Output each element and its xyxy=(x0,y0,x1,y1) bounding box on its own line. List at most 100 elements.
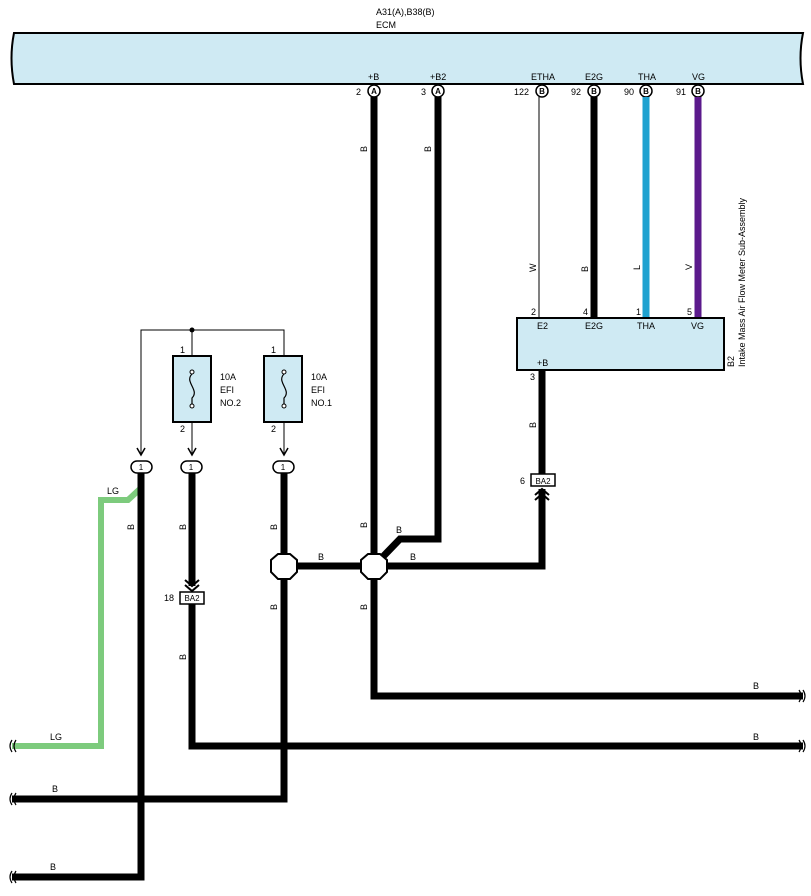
wire-color-label: B xyxy=(269,604,279,610)
maf-pin-number: 5 xyxy=(687,307,692,317)
wire-color-label: B xyxy=(423,146,433,152)
wire-color-label: B xyxy=(178,524,188,530)
ecm-pin-badge: B xyxy=(535,84,549,98)
svg-text:6: 6 xyxy=(520,476,525,486)
svg-text:A: A xyxy=(435,87,441,96)
ecm-pin-number: 90 xyxy=(624,87,634,97)
svg-text:BA2: BA2 xyxy=(184,594,200,603)
svg-text:2: 2 xyxy=(180,424,185,434)
ecm-name: ECM xyxy=(376,20,396,30)
svg-text:2: 2 xyxy=(271,424,276,434)
wire-color-label: B xyxy=(50,862,56,872)
svg-text:10A: 10A xyxy=(220,372,236,382)
wire-color-label: B xyxy=(359,604,369,610)
wire-color-label: LG xyxy=(107,486,119,496)
wire-color-label: B xyxy=(753,732,759,742)
wire-color-label: B xyxy=(359,522,369,528)
wire-color-label: L xyxy=(632,265,642,270)
wire-color-label: B xyxy=(396,525,402,535)
maf-pin-number: 3 xyxy=(530,372,535,382)
fuse-efi-no1: 1 2 10A EFI NO.1 xyxy=(263,345,332,434)
ecm-pin-name: VG xyxy=(692,72,705,82)
wire-color-label: LG xyxy=(50,732,62,742)
maf-pin-name: E2 xyxy=(537,321,548,331)
svg-text:10A: 10A xyxy=(311,372,327,382)
svg-text:1: 1 xyxy=(281,463,286,472)
junction-pin: 1 xyxy=(180,460,203,474)
maf-name: Intake Mass Air Flow Meter Sub-Assembly xyxy=(737,197,747,367)
svg-text:NO.2: NO.2 xyxy=(220,398,241,408)
svg-text:B: B xyxy=(591,87,597,96)
wire-color-label: B xyxy=(528,422,538,428)
wire-junction-left xyxy=(12,473,145,881)
maf-pin-number: 2 xyxy=(531,307,536,317)
maf-pin-name: E2G xyxy=(585,321,603,331)
wire-color-label: V xyxy=(684,264,694,270)
wire-color-label: B xyxy=(580,266,590,272)
splice-point xyxy=(360,553,388,580)
wire-color-label: B xyxy=(52,784,58,794)
svg-text:1: 1 xyxy=(189,463,194,472)
wire-color-label: B xyxy=(753,681,759,691)
maf-pin-name: VG xyxy=(691,321,704,331)
svg-text:BA2: BA2 xyxy=(535,477,551,486)
wire-color-label: B xyxy=(178,654,188,660)
ecm-pins: +B +B2 ETHA E2G THA VG 2 3 122 92 90 91 … xyxy=(356,72,705,98)
maf-pin-name: THA xyxy=(637,321,655,331)
maf-code: B2 xyxy=(726,356,736,367)
ecm-pin-badge: B xyxy=(587,84,601,98)
junction-pin: 1 xyxy=(272,460,295,474)
ecm-pin-name: E2G xyxy=(585,72,603,82)
wire-color-label: B xyxy=(410,552,416,562)
maf-body xyxy=(516,317,725,371)
wire-lg xyxy=(12,473,144,749)
ecm-pin-number: 91 xyxy=(676,87,686,97)
wire-color-label: B xyxy=(318,552,324,562)
ecm-pin-badge: B xyxy=(639,84,653,98)
ecm-connector-label: A31(A),B38(B) xyxy=(376,7,435,17)
junction-pin: 1 xyxy=(130,460,153,474)
svg-text:EFI: EFI xyxy=(220,385,234,395)
svg-text:A: A xyxy=(371,87,377,96)
wire-ba2-to-splice xyxy=(374,489,546,570)
splice-point xyxy=(270,553,298,580)
maf-block: 2 4 1 5 E2 E2G THA VG +B 3 B2 Intake Mas… xyxy=(516,197,747,382)
wire-color-label: W xyxy=(528,263,538,272)
ecm-pin-number: 92 xyxy=(571,87,581,97)
wire-efi-no1 xyxy=(12,473,288,803)
svg-text:B: B xyxy=(695,87,701,96)
wire-color-label: B xyxy=(359,146,369,152)
svg-text:EFI: EFI xyxy=(311,385,325,395)
maf-pin-name: +B xyxy=(537,358,548,368)
ecm-block: A31(A),B38(B) ECM xyxy=(10,7,805,85)
ecm-pin-name: ETHA xyxy=(531,72,555,82)
wire-color-label: B xyxy=(126,524,136,530)
ecm-pin-badge: A xyxy=(367,84,381,98)
fuse-efi-no2: 1 2 10A EFI NO.2 xyxy=(172,345,241,434)
ecm-pin-name: +B2 xyxy=(430,72,446,82)
svg-text:1: 1 xyxy=(271,345,276,355)
svg-text:B: B xyxy=(539,87,545,96)
ecm-pin-number: 3 xyxy=(421,87,426,97)
wire-ba2-to-right xyxy=(188,604,803,750)
ba2-connector-right: BA2 6 xyxy=(520,473,556,501)
svg-text:NO.1: NO.1 xyxy=(311,398,332,408)
ecm-pin-number: 2 xyxy=(356,87,361,97)
svg-text:18: 18 xyxy=(164,593,174,603)
svg-text:1: 1 xyxy=(180,345,185,355)
svg-text:1: 1 xyxy=(139,463,144,472)
ecm-pin-badge: A xyxy=(431,84,445,98)
ecm-pin-badge: B xyxy=(691,84,705,98)
ecm-pin-name: +B xyxy=(368,72,379,82)
svg-text:B: B xyxy=(643,87,649,96)
wire-ecm-plusb xyxy=(370,97,803,700)
maf-pin-number: 1 xyxy=(636,307,641,317)
wire-color-label: B xyxy=(269,524,279,530)
wire-ecm-plusb2 xyxy=(371,97,442,569)
ecm-body xyxy=(10,32,805,85)
wire-break-marks xyxy=(9,689,806,884)
ba2-connector-left: BA2 18 xyxy=(164,579,205,605)
ecm-pin-name: THA xyxy=(638,72,656,82)
maf-pin-number: 4 xyxy=(583,307,588,317)
